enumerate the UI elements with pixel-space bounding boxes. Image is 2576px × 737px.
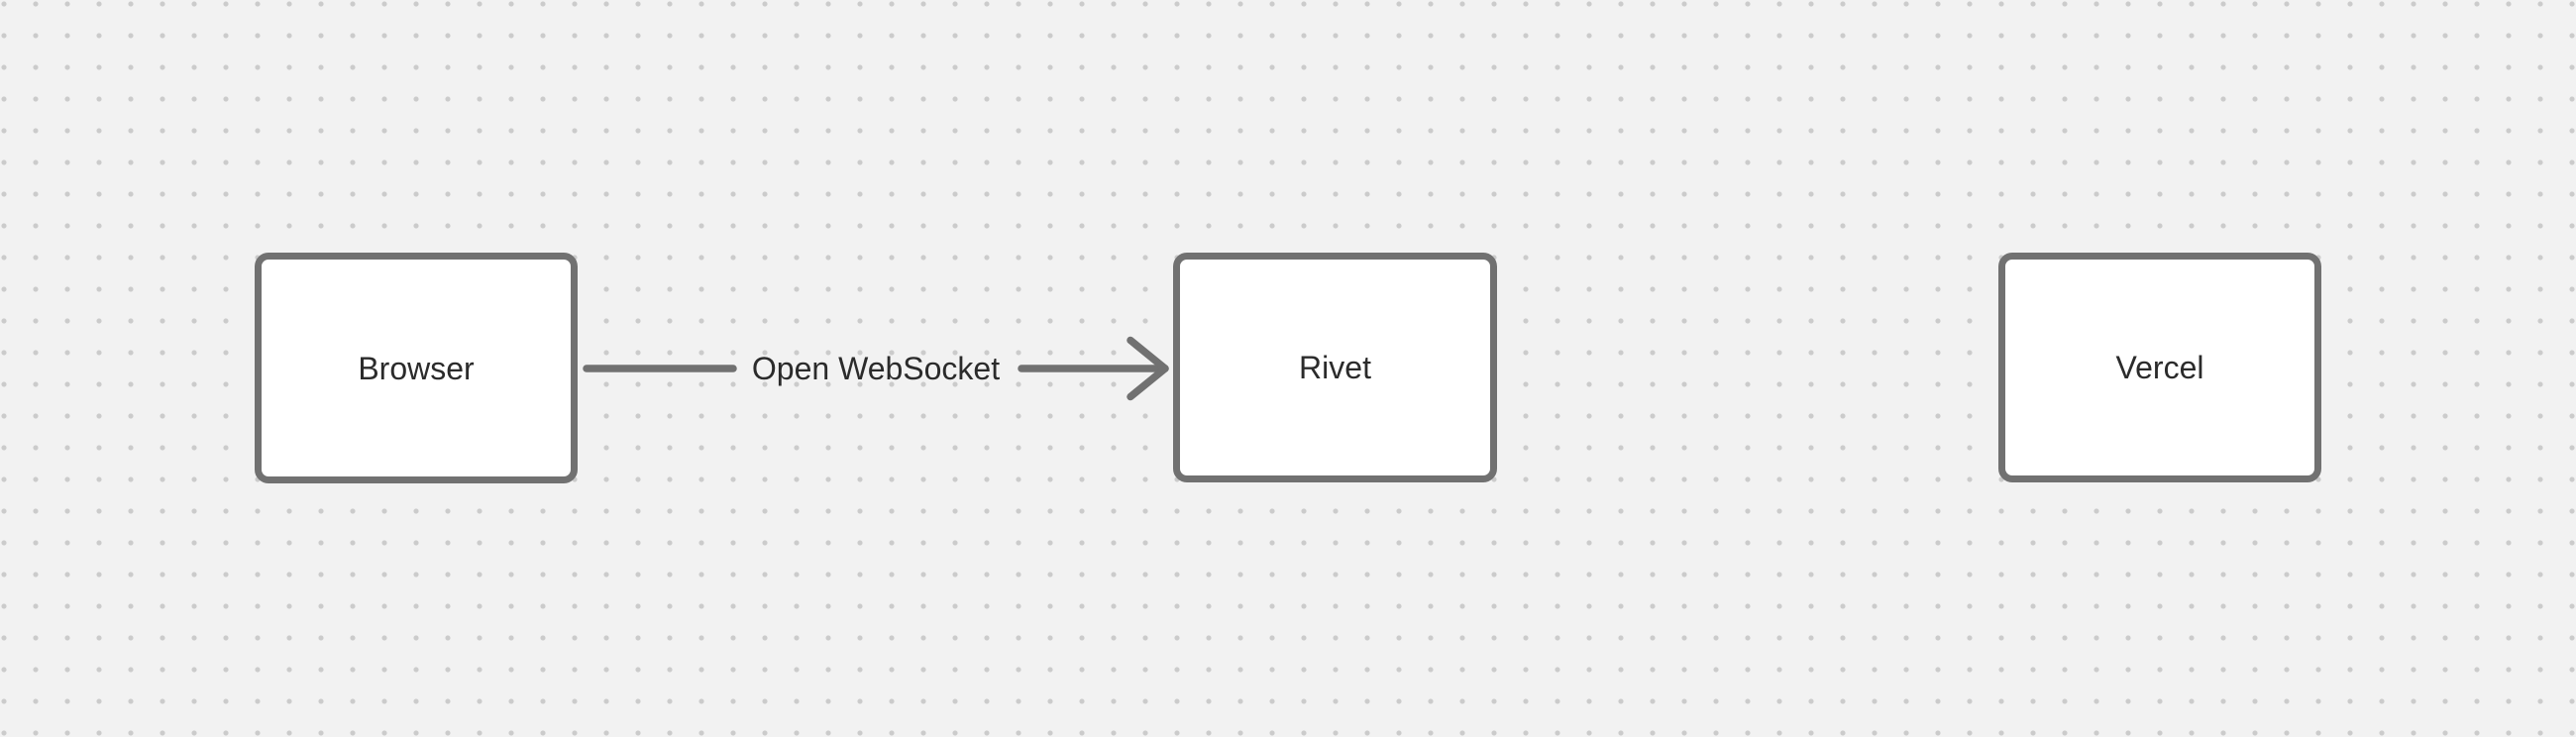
node-vercel-label: Vercel [2115, 350, 2204, 385]
chevron-right-arrowhead-icon [1127, 336, 1169, 401]
node-vercel[interactable]: Vercel [1998, 253, 2321, 482]
node-browser-label: Browser [358, 350, 475, 386]
node-browser[interactable]: Browser [255, 253, 578, 483]
node-rivet[interactable]: Rivet [1173, 253, 1497, 482]
edge-label-open-websocket[interactable]: Open WebSocket [751, 351, 1001, 386]
edge-browser-to-rivet[interactable] [583, 336, 1169, 401]
node-rivet-label: Rivet [1299, 350, 1371, 385]
